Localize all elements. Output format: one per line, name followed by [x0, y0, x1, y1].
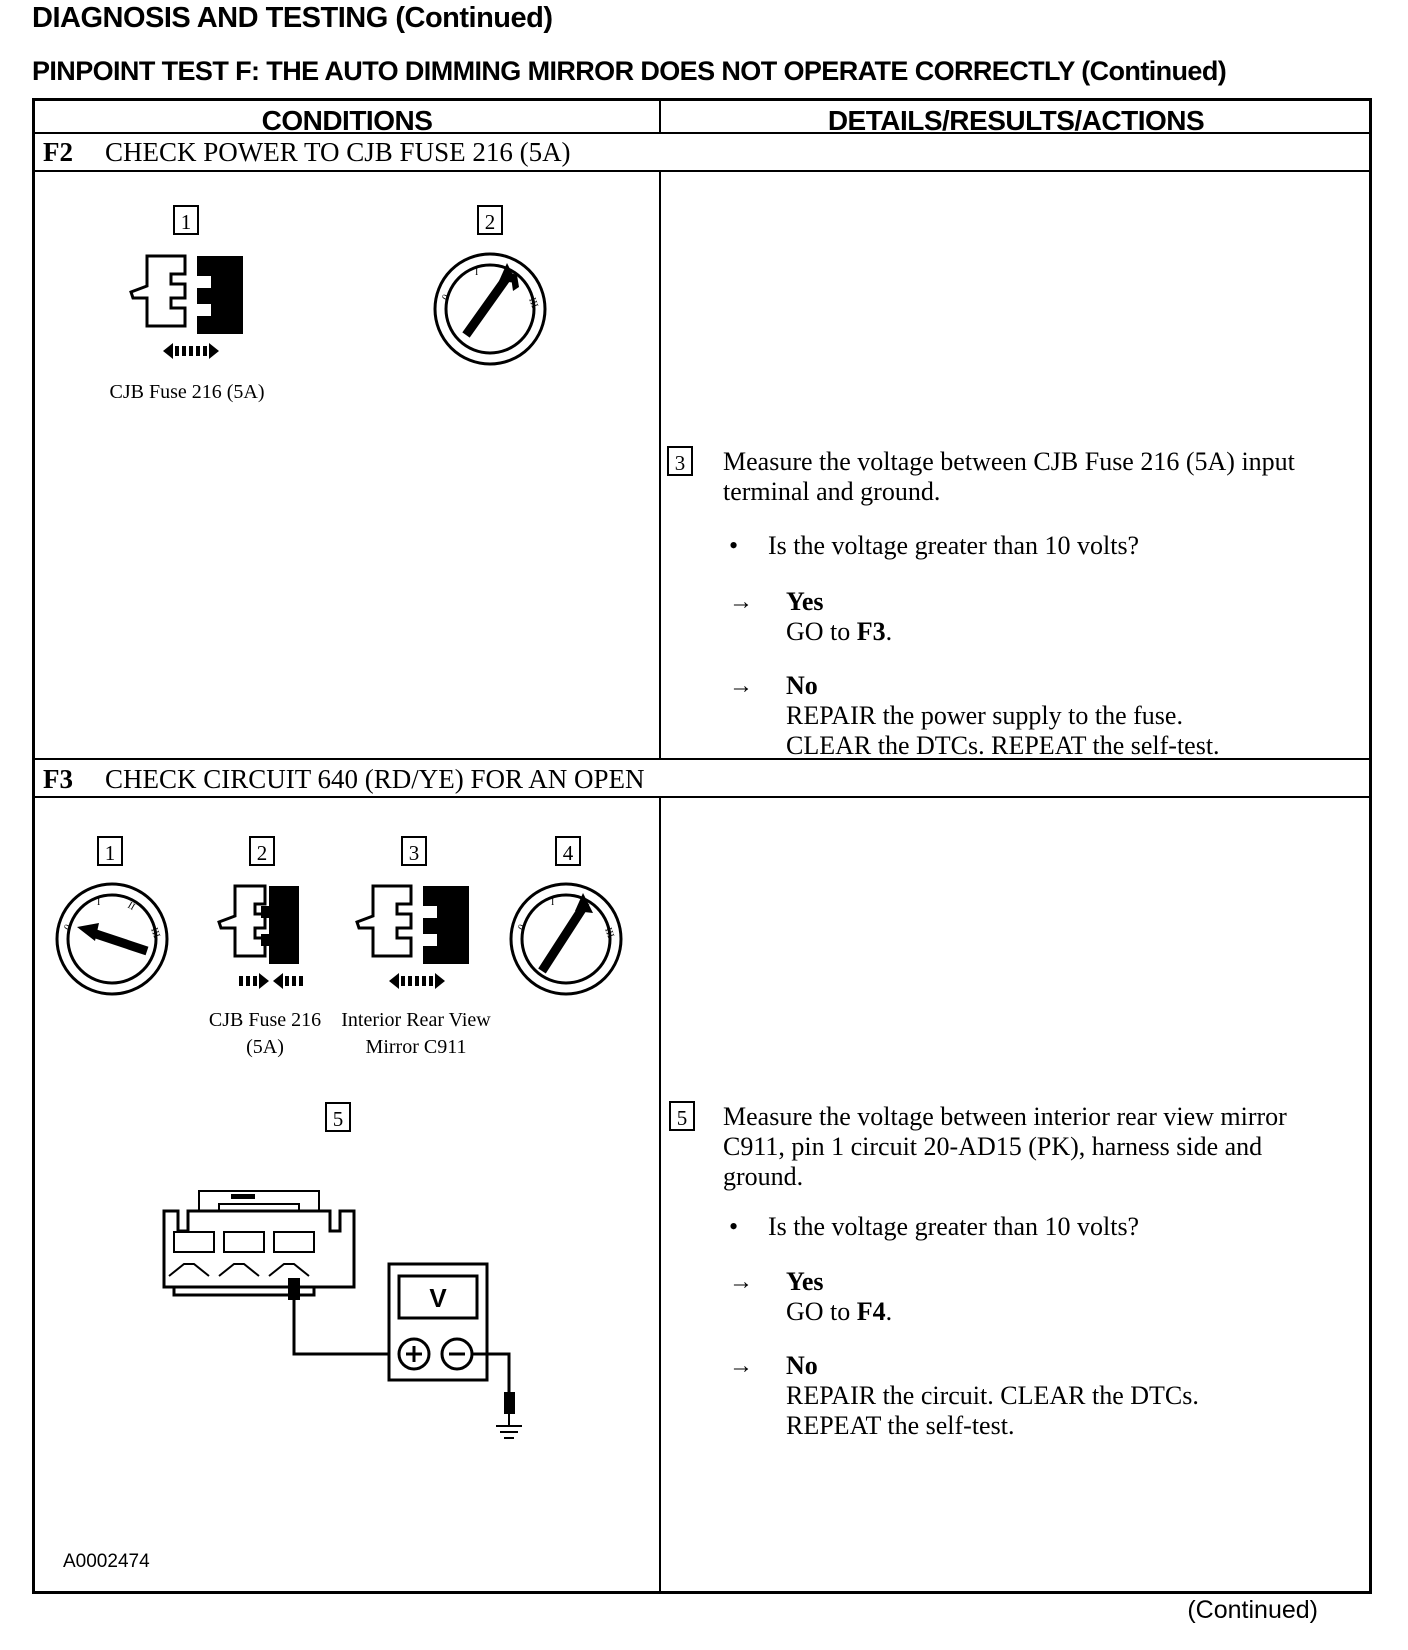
result-action-line: REPAIR the power supply to the fuse.	[786, 701, 1183, 730]
result-action: GO to F3.	[786, 617, 893, 646]
bullet-icon: •	[729, 531, 739, 560]
instruction-text: Measure the voltage between interior rea…	[723, 1102, 1287, 1191]
svg-text:III: III	[526, 296, 540, 309]
caption-line: Interior Rear View Mirror C911	[341, 1009, 491, 1058]
arrow-icon: →	[729, 1269, 753, 1295]
question-text: Is the voltage greater than 10 volts?	[768, 531, 1140, 560]
column-header-conditions: CONDITIONS	[261, 105, 433, 136]
fuse-remove-icon	[129, 254, 243, 359]
step-row-f2: F2 CHECK POWER TO CJB FUSE 216 (5A)	[43, 132, 571, 172]
callout-2: 2	[249, 836, 275, 866]
callout-5: 5	[325, 1102, 351, 1132]
step-title: CHECK CIRCUIT 640 (RD/YE) FOR AN OPEN	[105, 764, 645, 794]
result-action-line: REPAIR the circuit. CLEAR the DTCs.	[786, 1381, 1199, 1410]
caption-line: CJB Fuse 216 (5A)	[208, 1009, 322, 1058]
callout-5: 5	[669, 1101, 695, 1131]
page-title: DIAGNOSIS AND TESTING (Continued)	[32, 2, 553, 34]
callout-4: 4	[555, 836, 581, 866]
result-no: No REPAIR the circuit. CLEAR the DTCs. R…	[786, 1351, 1199, 1441]
caption-cjb-fuse: CJB Fuse 216 (5A)	[109, 381, 265, 403]
result-yes: Yes GO to F4.	[786, 1267, 892, 1327]
ignition-off-icon: 0 I II III	[55, 882, 169, 996]
connector-disconnect-icon	[355, 884, 469, 989]
svg-text:I: I	[551, 897, 554, 908]
pinpoint-test-title: PINPOINT TEST F: THE AUTO DIMMING MIRROR…	[32, 56, 1227, 86]
callout-2: 2	[477, 205, 503, 235]
callout-3: 3	[667, 446, 693, 476]
result-yes: Yes GO to F3.	[786, 587, 892, 647]
svg-text:III: III	[602, 926, 616, 939]
ignition-on-icon: 0 I II III	[509, 882, 623, 996]
callout-1: 1	[97, 836, 123, 866]
caption-cjb-fuse: CJB Fuse 216 (5A)	[185, 1007, 345, 1061]
ignition-on-icon: 0 I II III	[433, 252, 547, 366]
svg-text:I: I	[97, 897, 100, 908]
step-row-f3: F3 CHECK CIRCUIT 640 (RD/YE) FOR AN OPEN	[43, 759, 645, 799]
result-no: No REPAIR the power supply to the fuse. …	[786, 671, 1220, 761]
svg-text:II: II	[126, 900, 137, 913]
meter-label: V	[429, 1283, 447, 1313]
svg-text:I: I	[475, 267, 478, 278]
question-text: Is the voltage greater than 10 volts?	[768, 1212, 1140, 1241]
figure-id: A0002474	[63, 1551, 150, 1572]
step-id: F3	[43, 764, 73, 794]
column-header-details: DETAILS/RESULTS/ACTIONS	[827, 105, 1205, 136]
callout-3: 3	[401, 836, 427, 866]
instruction-text: Measure the voltage between CJB Fuse 216…	[723, 447, 1295, 506]
bullet-icon: •	[729, 1212, 739, 1241]
arrow-icon: →	[729, 673, 753, 699]
fuse-install-icon	[217, 884, 303, 989]
result-label: No	[786, 1351, 818, 1380]
callout-1: 1	[173, 205, 199, 235]
result-label: No	[786, 671, 818, 700]
step-title: CHECK POWER TO CJB FUSE 216 (5A)	[105, 137, 571, 167]
voltmeter-icon: V	[162, 1190, 522, 1439]
svg-text:0: 0	[440, 293, 452, 303]
caption-mirror-connector: Interior Rear View Mirror C911	[331, 1007, 501, 1061]
result-label: Yes	[786, 1267, 824, 1296]
svg-text:0: 0	[516, 923, 528, 933]
arrow-icon: →	[729, 589, 753, 615]
step-id: F2	[43, 137, 73, 167]
result-action-line: CLEAR the DTCs. REPEAT the self-test.	[786, 731, 1220, 760]
result-action: GO to F4.	[786, 1297, 893, 1326]
result-action-line: REPEAT the self-test.	[786, 1411, 1015, 1440]
svg-text:III: III	[148, 926, 162, 939]
arrow-icon: →	[729, 1353, 753, 1379]
result-label: Yes	[786, 587, 824, 616]
continued-note: (Continued)	[1187, 1596, 1318, 1624]
svg-text:0: 0	[62, 923, 74, 933]
